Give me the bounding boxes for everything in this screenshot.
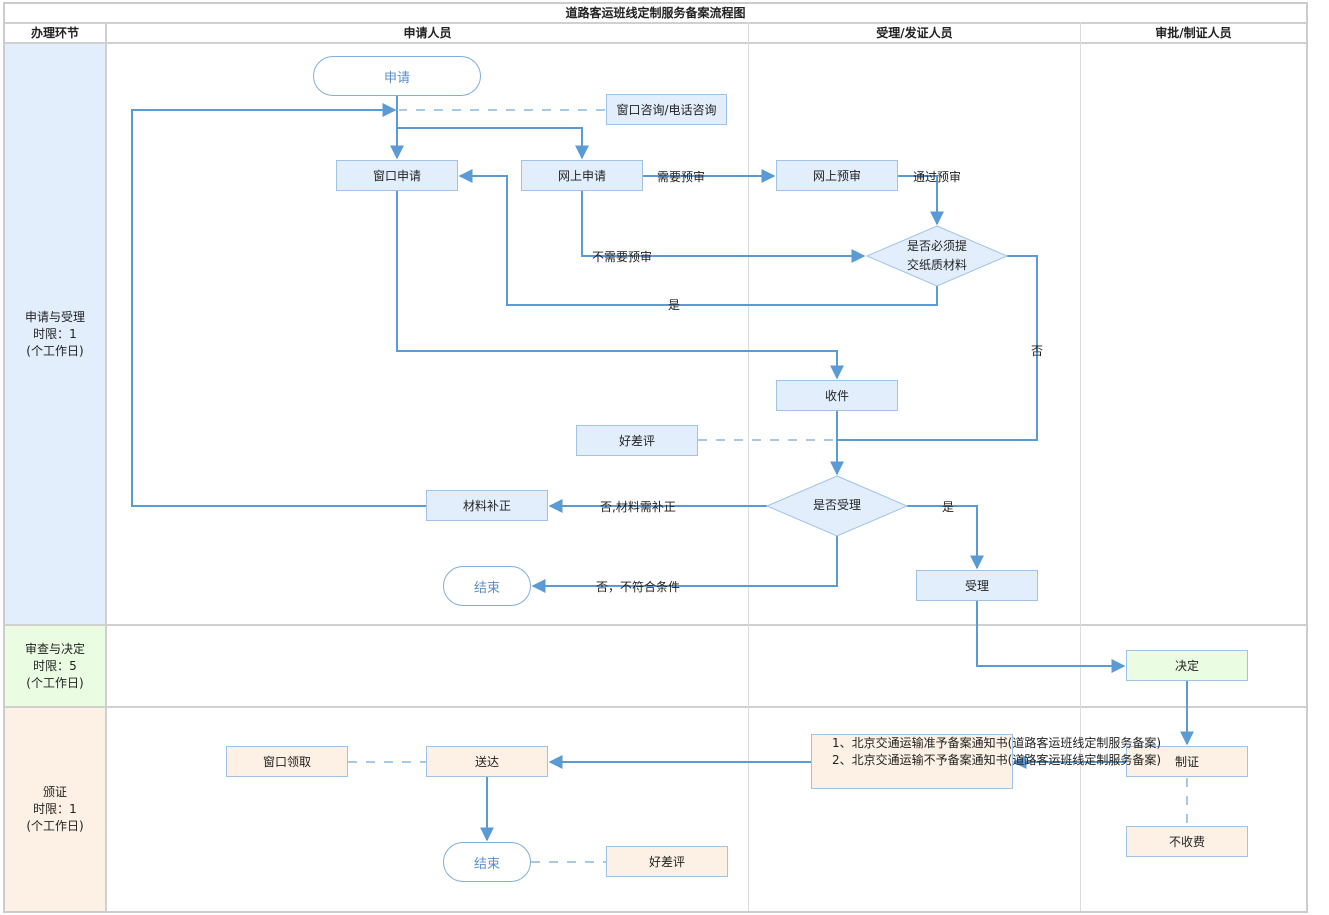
window-apply-node[interactable]: 窗口申请 [336,160,458,191]
edge-decision-accept [907,505,984,570]
edge-decision-end [531,536,838,593]
decision-accept-diamond [765,475,909,537]
phase-divider-2 [5,706,1306,708]
diagram-title: 道路客运班线定制服务备案流程图 [565,6,746,20]
supplement-node[interactable]: 材料补正 [426,490,548,521]
decide-node[interactable]: 决定 [1126,650,1248,681]
notice-reject: 2、北京交通运输不予备案通知书(道路客运班线定制服务备案) [832,753,1162,767]
consult-node[interactable]: 窗口咨询/电话咨询 [606,94,727,125]
column-header-approver: 审批/制证人员 [1155,26,1232,40]
end-terminal-1[interactable]: 结束 [443,566,531,606]
phase-issue-cert: 颁证时限：1 (个工作日) [5,708,105,911]
make-cert-node[interactable]: 制证 [1126,746,1248,777]
phase-unit: (个工作日) [26,343,84,358]
edge-no-precheck [581,191,866,263]
label-no-supplement: 否,材料需补正 [600,500,676,514]
edge-window-to-receive [396,191,844,380]
deliver-node[interactable]: 送达 [426,746,548,777]
paper-decision-line1: 是否必须提 [906,239,967,253]
edge-start-to-online [397,127,589,160]
online-precheck-node[interactable]: 网上预审 [776,160,898,191]
label-no-reject: 否，不符合条件 [596,580,681,594]
phase-name: 申请与受理 [24,309,85,324]
phase-limit: 时限：1 [33,326,77,341]
feedback-node-1[interactable]: 好差评 [576,425,698,456]
paper-decision-line2: 交纸质材料 [906,258,967,272]
edge-paper-no [837,255,1038,441]
edge-pass-precheck [897,175,944,226]
no-fee-node[interactable]: 不收费 [1126,826,1248,857]
column-divider-applicant [748,22,749,911]
label-paper-no: 否 [1031,344,1044,358]
column-header-acceptor: 受理/发证人员 [876,26,953,40]
feedback-node-2[interactable]: 好差评 [606,846,728,877]
diagram-frame [3,2,1308,913]
window-pickup-node[interactable]: 窗口领取 [226,746,348,777]
edge-accept-decide [976,601,1126,673]
phase-limit: 时限：1 [33,802,77,816]
end-terminal-2[interactable]: 结束 [443,842,531,882]
column-divider-acceptor [1080,22,1081,911]
phase-divider-1 [5,624,1306,626]
phase-name: 审查与决定 [24,641,85,656]
phase-unit: (个工作日) [26,819,84,833]
phase-review-decide: 审查与决定时限：5 (个工作日) [5,626,105,706]
decision-paper-diamond [865,225,1009,287]
column-divider-phase [105,22,107,913]
notices-node[interactable]: 1、北京交通运输准予备案通知书(道路客运班线定制服务备案) 2、北京交通运输不予… [811,734,1161,789]
label-yes-accept: 是 [942,500,955,514]
phase-unit: (个工作日) [26,675,84,690]
accept-node[interactable]: 受理 [916,570,1038,601]
column-header-phase: 办理环节 [30,26,79,40]
phase-limit: 时限：5 [33,658,77,673]
label-paper-yes: 是 [668,298,681,312]
column-header-applicant: 申请人员 [403,26,452,40]
label-pass-precheck: 通过预审 [913,170,962,184]
title-divider [5,22,1306,24]
receive-node[interactable]: 收件 [776,380,898,411]
header-divider [5,42,1306,44]
edge-supplement-loop [131,103,426,507]
online-apply-node[interactable]: 网上申请 [521,160,643,191]
start-terminal[interactable]: 申请 [313,56,481,96]
phase-apply-accept: 申请与受理时限：1 (个工作日) [5,44,105,624]
notice-approve: 1、北京交通运输准予备案通知书(道路客运班线定制服务备案) [832,736,1162,750]
accept-decision-text[interactable]: 是否受理 [812,498,861,512]
label-no-precheck: 不需要预审 [592,250,653,264]
paper-decision-text[interactable]: 是否必须提 交纸质材料 [887,237,987,275]
label-need-precheck: 需要预审 [657,170,706,184]
phase-name: 颁证 [42,785,67,799]
edge-paper-yes [458,169,938,306]
